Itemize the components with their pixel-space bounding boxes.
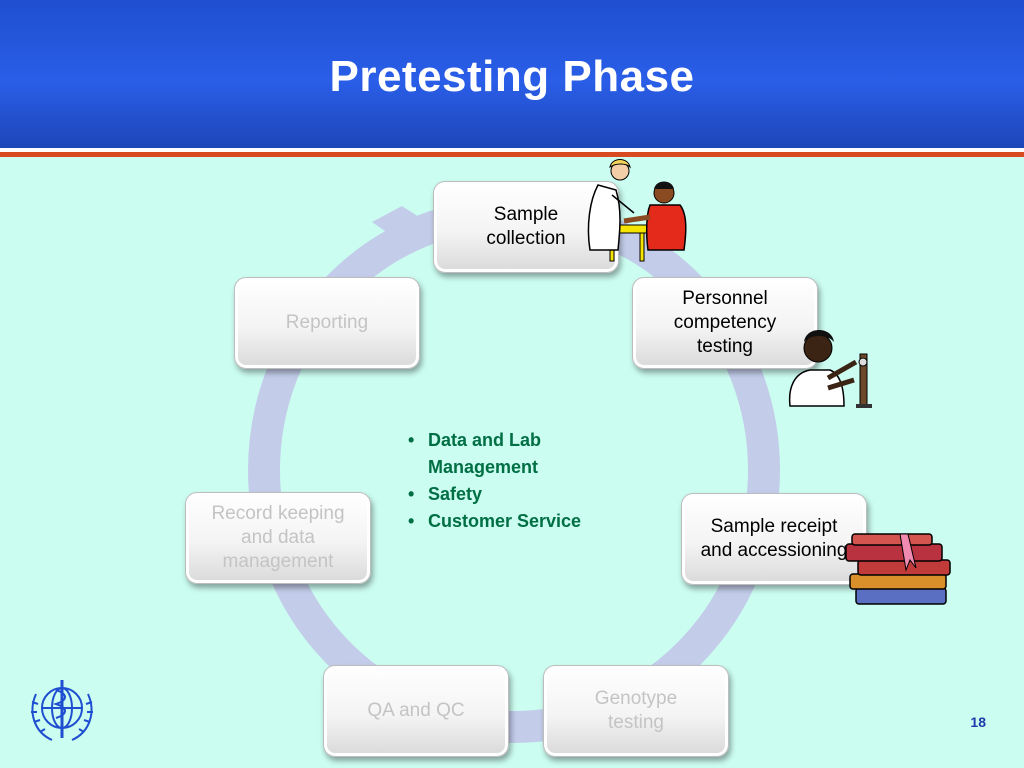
step-reporting: Reporting bbox=[234, 277, 420, 369]
stack-of-books-clipart-icon bbox=[845, 533, 951, 605]
step-sample-receipt-and-accessioning: Sample receipt and accessioning bbox=[681, 493, 867, 585]
step-sample-collection: Sample collection bbox=[433, 181, 619, 273]
bullet-item: Safety bbox=[408, 481, 648, 508]
step-label: Record keeping and data management bbox=[211, 503, 345, 572]
step-genotype-testing: Genotype testing bbox=[543, 665, 729, 757]
title-divider-orange bbox=[0, 152, 1024, 157]
bullet-item: Customer Service bbox=[408, 508, 648, 535]
phlebotomy-clipart-icon bbox=[587, 159, 687, 262]
step-label: Personnel competency testing bbox=[673, 288, 777, 357]
bullet-item: Data and Lab Management bbox=[408, 427, 598, 481]
step-label: Sample collection bbox=[486, 204, 566, 249]
lab-technician-clipart-icon bbox=[788, 330, 872, 408]
step-label: Genotype testing bbox=[594, 688, 678, 733]
step-qa-and-qc: QA and QC bbox=[323, 665, 509, 757]
cycle-arrow-head bbox=[372, 206, 436, 262]
title-bar: Pretesting Phase bbox=[0, 0, 1024, 148]
step-label: Reporting bbox=[285, 312, 369, 333]
step-label: QA and QC bbox=[367, 700, 465, 721]
title-divider-white bbox=[0, 148, 1024, 152]
step-record-keeping: Record keeping and data management bbox=[185, 492, 371, 584]
slide-title: Pretesting Phase bbox=[329, 52, 695, 101]
step-label: Sample receipt and accessioning bbox=[700, 516, 848, 561]
who-emblem-icon bbox=[31, 680, 93, 741]
page-number: 18 bbox=[970, 714, 986, 730]
step-personnel-competency-testing: Personnel competency testing bbox=[632, 277, 818, 369]
bullet-list: Data and Lab Management Safety Customer … bbox=[408, 427, 648, 535]
